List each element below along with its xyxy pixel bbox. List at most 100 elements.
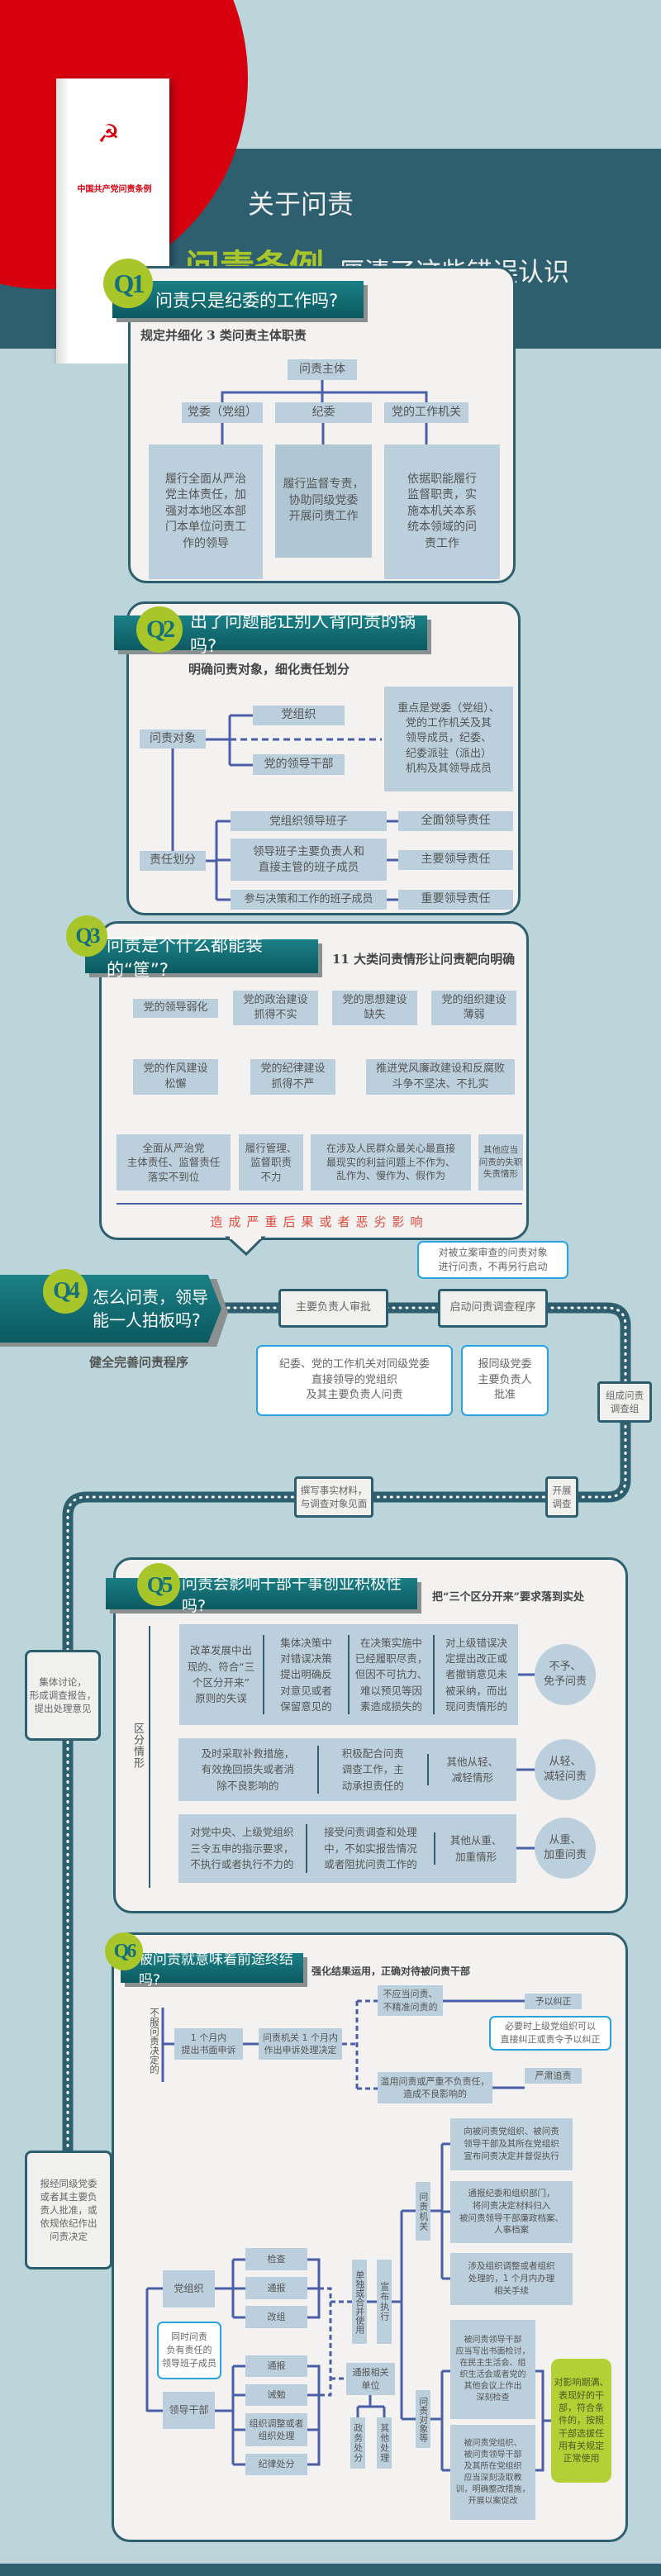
q6-organ-task: 向被问责党组织、被问责 领导干部及其所在党组织 宣布问责决定并督促执行 <box>450 2118 573 2170</box>
q3-speech-tail <box>225 1236 266 1257</box>
q2-division-who: 参与决策和工作的班子成员 <box>231 890 387 910</box>
q3-case: 党的纪律建设 抓得不严 <box>250 1059 335 1095</box>
q5-case: 其他从轻、 减轻情形 <box>426 1753 516 1786</box>
q6-notify-sub: 政务处分 <box>350 2417 365 2469</box>
q2-division-label: 责任划分 <box>140 851 206 871</box>
q6-organ-task: 通报纪委和组织部门， 将问责决定材料归入 被问责领导干部廉政档案、 人事档案 <box>450 2181 573 2243</box>
q2-division-duty: 全面领导责任 <box>398 811 513 831</box>
book-title: 中国共产党问责条例 <box>77 185 152 194</box>
q1-tree-lines <box>221 380 428 444</box>
q5-title: 问责会影响干部干事创业积极性吗? <box>182 1575 402 1615</box>
q6-combine: 单独或合并使用 <box>352 2260 367 2344</box>
q4-title: 怎么问责，领导 能一人拍板吗? <box>93 1287 208 1330</box>
q6-appeal-result: 予以纠正 <box>525 1994 582 2009</box>
q5-case: 及时采取补救措施， 有效挽回损失或者消 除不良影响的 <box>201 1747 295 1792</box>
q4-note-case-filed: 对被立案审查的问责对象 进行问责，不再另行启动 <box>417 1241 568 1279</box>
q3-badge: Q3 <box>66 915 107 957</box>
q1-title: 问责只是纪委的工作吗? <box>155 290 339 311</box>
q3-case: 党的政治建设 抓得不实 <box>233 991 318 1025</box>
q4-step-investigate: 开展 调查 <box>545 1476 578 1518</box>
q6-notify-sub: 其他处理 <box>377 2417 392 2469</box>
q6-title: 被问责就意味着前途终结吗? <box>139 1951 293 1989</box>
q5-side-line <box>149 1626 150 1888</box>
q3-subtitle: 11 大类问责情形让问责靶向明确 <box>332 952 516 967</box>
q1-root-box: 问责主体 <box>288 359 357 380</box>
q6-cadre-method: 诫勉 <box>245 2384 307 2406</box>
q2-subtitle: 明确问责对象，细化责任划分 <box>188 662 350 677</box>
q3-case: 其他应当 问责的失职 失责情形 <box>478 1134 523 1191</box>
q3-case: 在涉及人民群众最关心最直接 最现实的利益问题上不作为、 乱作为、慢作为、假作为 <box>311 1134 471 1191</box>
q5-badge: Q5 <box>137 1563 180 1606</box>
q1-title-banner: 问责只是纪委的工作吗? <box>112 281 364 318</box>
q5-case: 集体决策中 对错误决策 提出明确反 对意见或者 保留意见的 <box>263 1634 348 1715</box>
q6-appeal-dashed <box>342 1999 378 2090</box>
q6-cadre-method: 通报 <box>245 2355 307 2377</box>
q1-body-duty: 履行全面从严治 党主体责任，加 强对本地区本部 门本单位问责工 作的领导 <box>149 444 263 579</box>
q3-case: 全面从严治党 主体责任、监督责任 落实不到位 <box>117 1134 231 1191</box>
q4-step-approval: 主要负责人审批 <box>278 1289 388 1328</box>
q5-row-lighter: 及时采取补救措施， 有效挽回损失或者消 除不良影响的 积极配合问责 调查工作，主… <box>178 1738 516 1801</box>
q5-case: 其他从重、 加重情形 <box>434 1832 516 1865</box>
q6-title-banner: 被问责就意味着前途终结吗? <box>121 1951 303 1989</box>
q1-body-name: 党委（党组） <box>182 402 263 423</box>
q6-cadre-method: 纪律处分 <box>245 2454 307 2475</box>
q4-step-write-facts: 撰写事实材料， 与调查对象见面 <box>294 1476 373 1518</box>
q1-subtitle: 规定并细化 3 类问责主体职责 <box>140 328 307 343</box>
q4-step-decision: 报经同级党委 或者其主要负 责人批准，或 依规依纪作出 问责决定 <box>25 2151 112 2269</box>
q6-org-method: 检查 <box>245 2248 307 2270</box>
q6-cadre-method: 组织调整或者 组织处理 <box>245 2413 307 2446</box>
q6-appeal-step: 问责机关 1 个月内 作出申诉处理决定 <box>259 2028 342 2060</box>
q3-case: 党的思想建设 缺失 <box>332 991 417 1025</box>
q3-case: 推进党风廉政建设和反腐败 斗争不坚决、不扎实 <box>366 1059 515 1095</box>
q6-execute: 宣布执行 <box>377 2260 392 2344</box>
q5-case: 接受问责调查和处理 中，不如实报告情况 或者阻扰问责工作的 <box>305 1824 435 1873</box>
q4-step-discuss: 集体讨论， 形成调查报告， 提出处理意见 <box>25 1650 101 1741</box>
q4-subtitle: 健全完善问责程序 <box>89 1355 189 1370</box>
q3-case: 党的组织建设 薄弱 <box>431 991 516 1025</box>
q6-organ-task: 涉及组织调整或者组织 处理的，1 个月内办理 相关手续 <box>450 2253 573 2305</box>
q2-division-who: 领导班子主要负责人和 直接主管的班子成员 <box>231 839 387 881</box>
q3-title-banner: 问责是个什么都能装的“筐”? <box>85 935 318 980</box>
q6-target-task: 被问责党组织、 被问责领导干部 及其所在党组织 应当深刻汲取教 训，明确整改措施… <box>450 2425 535 2520</box>
q5-side-label: 区分情形 <box>130 1723 145 1769</box>
q2-badge: Q2 <box>136 606 183 653</box>
q1-body-duty: 履行监督专责， 协助同级党委 开展问责工作 <box>275 444 372 558</box>
q5-case: 在决策实施中 已经履职尽责， 但因不可抗力、 难以预见等因 素造成损失的 <box>348 1634 433 1715</box>
q1-body-duty: 依据职能履行 监督职责，实 施本机关本系 统本领域的问 责工作 <box>384 444 500 579</box>
header-line1: 关于问责 <box>248 188 354 220</box>
q5-case: 改革发展中出 现的、符合“三 个区分开来” 原则的失误 <box>187 1644 255 1705</box>
q4-step-form-team: 组成问责 调查组 <box>597 1381 652 1423</box>
q3-case: 党的领导弱化 <box>133 999 218 1018</box>
q6-badge: Q6 <box>105 1932 143 1970</box>
q3-result: 造成严重后果或者恶劣影响 <box>210 1214 429 1229</box>
q6-method-dashed <box>319 2287 352 2397</box>
q6-cadre: 领导干部 <box>163 2392 215 2429</box>
q5-result-exempt: 不予、 免予问责 <box>535 1644 596 1705</box>
q6-organ-label: 问责机关 <box>416 2182 430 2241</box>
q2-object: 党组织 <box>253 706 345 725</box>
q6-org-method: 改组 <box>245 2306 307 2328</box>
q6-appeal-lines <box>161 1999 525 2089</box>
q2-division-who: 党组织领导班子 <box>231 811 387 831</box>
q6-target-task: 被问责领导干部 应当写出书面检讨， 在民主生活会、组 织生活会或者党的 其他会议… <box>450 2320 535 2419</box>
q6-party-org: 党组织 <box>163 2270 215 2307</box>
q4-step-start: 启动问责调查程序 <box>438 1289 548 1328</box>
q6-reuse-box: 对影响期满、 表现好的干 部，符合条 件的，按照 干部选拔任 用有关规定 正常使… <box>551 2359 611 2483</box>
q2-object: 党的领导干部 <box>253 754 345 775</box>
q6-appeal-case: 滥用问责或严重不负责任， 造成不良影响的 <box>378 2072 492 2103</box>
q2-division-duty: 重要领导责任 <box>398 890 513 910</box>
q6-appeal-note: 必要时上级党组织可以 直接纠正或责令予以纠正 <box>489 2016 611 2051</box>
q4-note-approve: 报同级党委 主要负责人 批准 <box>461 1345 549 1416</box>
q6-subtitle: 强化结果运用，正确对待被问责干部 <box>311 1965 471 1977</box>
q6-appeal-result: 严肃追责 <box>525 2068 582 2084</box>
q5-case: 对上级错误决 定提出改正或 者撤销意见未 被采纳，而出 现问责情形的 <box>433 1634 518 1715</box>
q2-focus-box: 重点是党委（党组）、 党的工作机关及其 领导成员，纪委、 纪委派驻（派出） 机构… <box>384 687 513 791</box>
q5-subtitle: 把“三个区分开来”要求落到实处 <box>432 1591 584 1604</box>
q5-row-heavier: 对党中央、上级党组织 三令五申的指示要求， 不执行或者执行不力的 接受问责调查和… <box>178 1814 516 1883</box>
party-emblem-icon: ☭ <box>97 120 120 149</box>
q6-org-method: 通报 <box>245 2277 307 2299</box>
q3-title: 问责是个什么都能装的“筐”? <box>107 934 263 980</box>
q5-result-heavier: 从重、 加重问责 <box>535 1818 596 1879</box>
q6-targets-label: 问责对象等 <box>416 2390 430 2448</box>
